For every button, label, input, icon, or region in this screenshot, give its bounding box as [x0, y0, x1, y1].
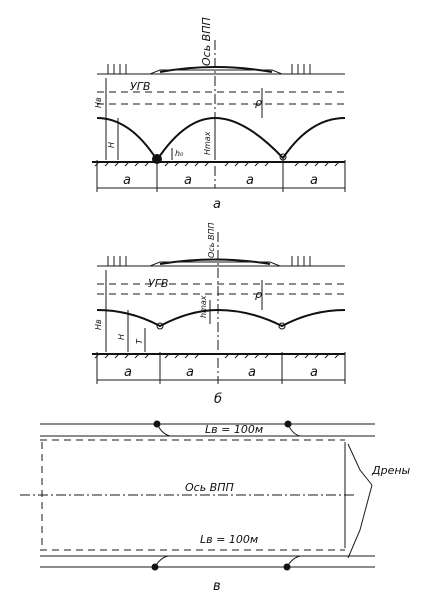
drain-right-b: [278, 322, 286, 330]
t-label-b: T: [135, 338, 144, 344]
spacing-b-2: a: [186, 365, 194, 380]
diagram-c: Lв = 100м Ось ВПП Lв = 100м Дрены в: [20, 420, 411, 594]
rho-label-a: ρ: [255, 96, 262, 109]
h0-label-a: h₀: [175, 149, 184, 158]
water-table-label-b: УГВ: [148, 277, 168, 290]
spacing-a-2: a: [184, 173, 192, 188]
spacing-b-4: a: [310, 365, 318, 380]
caption-c: в: [213, 579, 221, 594]
spacing-b-3: a: [248, 365, 256, 380]
h-label-a: H: [107, 142, 116, 148]
caption-a: а: [213, 197, 221, 212]
hmax-label-b: hmax: [199, 295, 208, 318]
length-top-label: Lв = 100м: [205, 423, 263, 436]
axis-label-c: Ось ВПП: [185, 481, 234, 494]
hmax-label-a: Hmax: [203, 131, 212, 155]
caption-b: б: [214, 392, 222, 407]
axis-label-a: Ось ВПП: [200, 17, 213, 66]
length-bottom-label: Lв = 100м: [200, 533, 258, 546]
spacing-a-3: a: [246, 173, 254, 188]
spacing-a-4: a: [310, 173, 318, 188]
spacing-b-1: a: [124, 365, 132, 380]
axis-label-b: Ось ВПП: [207, 223, 216, 258]
hb-label-b: Hв: [94, 319, 103, 330]
h-label-b: H: [117, 334, 126, 340]
rho-label-b: ρ: [255, 288, 262, 301]
drains-label: Дрены: [371, 464, 411, 477]
diagram-b: Ось ВПП УГВ Hв H ρ hmax T a a a a б: [92, 223, 346, 407]
drain-left-b: [156, 322, 164, 330]
spacing-a-1: a: [123, 173, 131, 188]
water-table-label-a: УГВ: [130, 80, 150, 93]
hb-label-a: Hв: [94, 97, 103, 108]
diagram-a: Ось ВПП УГВ Hв H ρ Hmax h₀: [92, 17, 346, 212]
